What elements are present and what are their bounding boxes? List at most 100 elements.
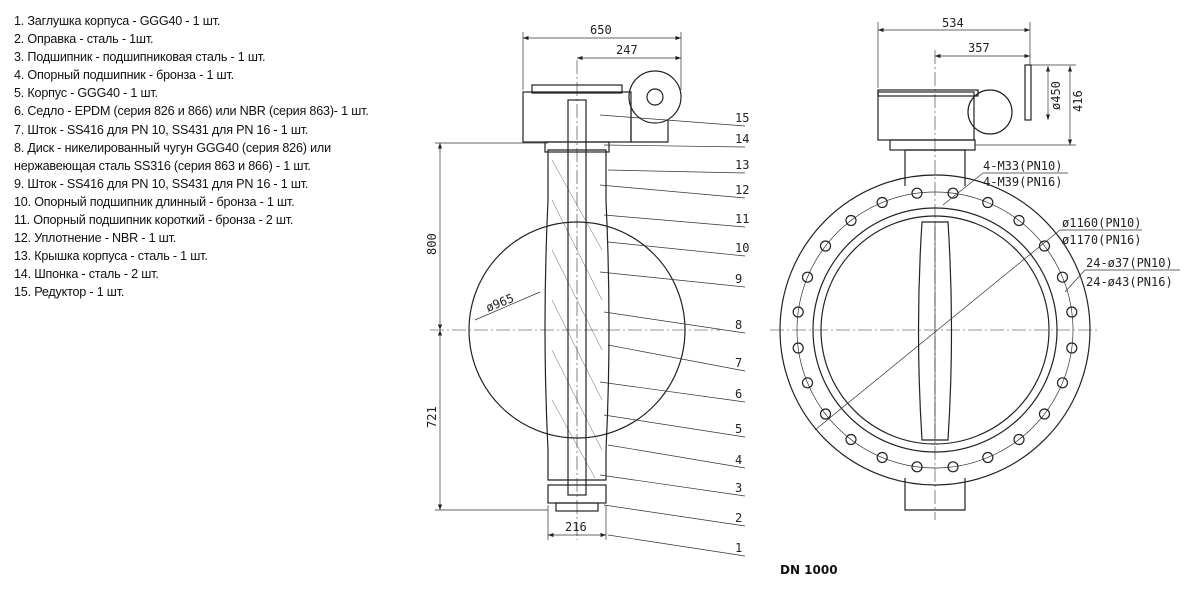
dim-650: 650 bbox=[590, 23, 612, 37]
bolt-hole bbox=[819, 408, 832, 420]
part-item: 10. Опорный подшипник длинный - бронза -… bbox=[14, 194, 295, 209]
callout-leader bbox=[599, 114, 746, 127]
bolt-hole bbox=[1013, 214, 1025, 227]
dim-800: 800 bbox=[425, 233, 439, 255]
dim-416: 416 bbox=[1071, 90, 1085, 112]
bolt-hole bbox=[911, 461, 923, 473]
dim-357: 357 bbox=[968, 41, 990, 55]
bolt-hole bbox=[1038, 240, 1051, 252]
note-pcd-pn16: ø1170(PN16) bbox=[1062, 233, 1141, 247]
bolt-hole bbox=[876, 451, 888, 464]
bolt-hole bbox=[792, 306, 804, 318]
part-item: 8. Диск - никелированный чугун GGG40 (се… bbox=[14, 140, 331, 155]
handwheel bbox=[628, 70, 682, 124]
side-view: 650 247 800 721 216 ø965 151413121110987… bbox=[425, 23, 749, 557]
part-item: 2. Оправка - сталь - 1шт. bbox=[14, 32, 154, 47]
bolt-hole bbox=[911, 187, 923, 199]
callout-10: 10 bbox=[735, 241, 749, 255]
callout-2: 2 bbox=[735, 511, 742, 525]
part-item: 7. Шток - SS416 для PN 10, SS431 для PN … bbox=[14, 122, 309, 137]
part-item: 3. Подшипник - подшипниковая сталь - 1 ш… bbox=[14, 50, 266, 65]
note-holes-pn16: 24-ø43(PN16) bbox=[1086, 275, 1173, 289]
note-top-bolts-pn16: 4-M39(PN16) bbox=[983, 175, 1062, 189]
bolt-hole bbox=[845, 214, 857, 227]
callout-leader bbox=[603, 311, 746, 334]
part-item: 11. Опорный подшипник короткий - бронза … bbox=[14, 213, 294, 228]
bottom-boss bbox=[904, 478, 966, 511]
handwheel-front bbox=[1024, 64, 1032, 121]
disc-outline bbox=[468, 221, 686, 439]
callout-12: 12 bbox=[735, 183, 749, 197]
callout-6: 6 bbox=[735, 387, 742, 401]
callout-leader bbox=[607, 344, 746, 372]
part-item: 14. Шпонка - сталь - 2 шт. bbox=[14, 267, 159, 282]
callout-14: 14 bbox=[735, 132, 749, 146]
callout-1: 1 bbox=[735, 541, 742, 555]
part-item: 12. Уплотнение - NBR - 1 шт. bbox=[14, 231, 177, 246]
bolt-hole bbox=[982, 451, 994, 464]
callout-leader bbox=[607, 241, 746, 257]
callout-15: 15 bbox=[735, 111, 749, 125]
flange-outer bbox=[779, 174, 1091, 486]
bolt-hole bbox=[801, 377, 814, 389]
part-item: 1. Заглушка корпуса - GGG40 - 1 шт. bbox=[14, 14, 221, 28]
gear-cover bbox=[967, 89, 1013, 135]
callout-4: 4 bbox=[735, 453, 742, 467]
front-view: 534 357 ø450 416 4-M33(PN10) 4-M39(PN16)… bbox=[770, 16, 1180, 520]
dim-721: 721 bbox=[425, 406, 439, 428]
bolt-hole bbox=[1066, 342, 1078, 354]
part-item: 15. Редуктор - 1 шт. bbox=[14, 285, 125, 300]
valve-body bbox=[544, 149, 610, 481]
disc-edge bbox=[917, 221, 953, 441]
stem bbox=[567, 99, 587, 496]
callout-leader bbox=[607, 534, 746, 557]
bolt-hole bbox=[1013, 433, 1025, 446]
callout-11: 11 bbox=[735, 212, 749, 226]
callout-leader bbox=[599, 184, 746, 199]
bolt-hole bbox=[845, 433, 857, 446]
bolt-hole bbox=[1056, 377, 1069, 389]
note-pcd-pn10: ø1160(PN10) bbox=[1062, 216, 1141, 230]
callout-8: 8 bbox=[735, 318, 742, 332]
part-item: 4. Опорный подшипник - бронза - 1 шт. bbox=[14, 68, 234, 83]
bolt-hole bbox=[1056, 271, 1069, 283]
caption-dn: DN 1000 bbox=[780, 563, 838, 577]
callout-13: 13 bbox=[735, 158, 749, 172]
bolt-hole bbox=[982, 196, 994, 209]
bolt-hole bbox=[792, 342, 804, 354]
bolt-hole bbox=[819, 240, 832, 252]
callout-9: 9 bbox=[735, 272, 742, 286]
bolt-hole bbox=[947, 461, 959, 473]
callout-leader bbox=[599, 381, 746, 403]
callout-leader bbox=[607, 169, 746, 174]
dim-216: 216 bbox=[565, 520, 587, 534]
bolt-hole bbox=[1038, 408, 1051, 420]
bore bbox=[820, 215, 1050, 445]
note-holes-pn10: 24-ø37(PN10) bbox=[1086, 256, 1173, 270]
part-item: 5. Корпус - GGG40 - 1 шт. bbox=[14, 86, 158, 101]
dim-disc-diameter: ø965 bbox=[484, 291, 516, 315]
callout-3: 3 bbox=[735, 481, 742, 495]
dim-247: 247 bbox=[616, 43, 638, 57]
callout-leader bbox=[603, 144, 746, 148]
part-item: 6. Седло - EPDM (серия 826 и 866) или NB… bbox=[14, 104, 369, 119]
note-top-bolts-pn10: 4-M33(PN10) bbox=[983, 159, 1062, 173]
callout-leader bbox=[599, 474, 746, 497]
callout-leader bbox=[603, 504, 746, 527]
callout-leader bbox=[603, 214, 746, 228]
callout-7: 7 bbox=[735, 356, 742, 370]
part-item: нержавеющая сталь SS316 (серия 863 и 866… bbox=[14, 158, 311, 173]
part-item: 13. Крышка корпуса - сталь - 1 шт. bbox=[14, 249, 208, 264]
parts-list: 1. Заглушка корпуса - GGG40 - 1 шт. 2. Оп… bbox=[14, 12, 369, 302]
bolt-hole bbox=[801, 271, 814, 283]
dim-534: 534 bbox=[942, 16, 964, 30]
callout-5: 5 bbox=[735, 422, 742, 436]
bolt-hole bbox=[876, 196, 888, 209]
dim-450: ø450 bbox=[1049, 81, 1063, 110]
gearbox-front bbox=[877, 91, 975, 141]
part-item: 9. Шток - SS416 для PN 10, SS431 для PN … bbox=[14, 176, 309, 191]
callout-leader bbox=[599, 271, 746, 288]
bolt-hole bbox=[1066, 306, 1078, 318]
callout-leader bbox=[607, 444, 746, 469]
